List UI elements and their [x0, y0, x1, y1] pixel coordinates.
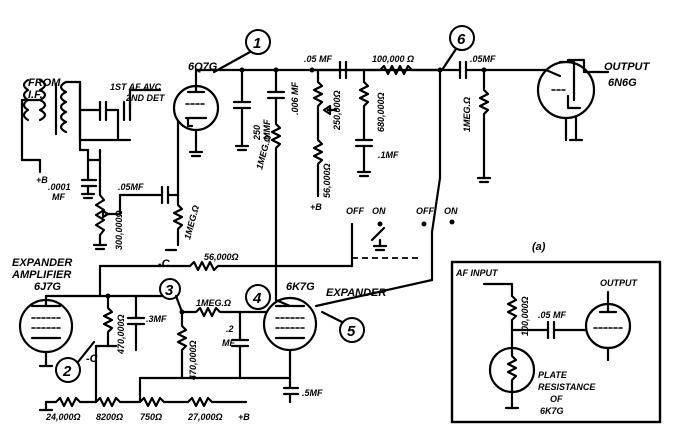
r-750-label: 750Ω	[140, 412, 162, 422]
output-tube-label: OUTPUT	[604, 61, 651, 73]
inset-af-input-label: AF INPUT	[455, 268, 499, 278]
r-1meg-mid-label: 1MEG.Ω	[196, 298, 231, 308]
sw-on-2-label: ON	[444, 206, 458, 216]
output-tube-6n6g	[536, 58, 610, 142]
output-type-label: 6N6G	[608, 77, 637, 89]
r-1meg-output-label: 1MEG.Ω	[462, 97, 472, 132]
plus-b-input-label: +B	[36, 175, 48, 185]
expander-type-label: 6J7G	[34, 281, 61, 293]
callout-4: 4	[245, 284, 271, 310]
cap-2mf-label: .2	[226, 324, 234, 334]
inset-cap-label: .05 MF	[538, 310, 567, 320]
sw-on-1-label: ON	[372, 206, 386, 216]
r-27k-label: 27,000Ω	[187, 412, 223, 422]
inset-plate-resistance	[488, 346, 536, 410]
callout-1: 1	[212, 29, 271, 74]
cap-250-label: 250	[252, 125, 262, 141]
tube-6k7g-label: 6K7G	[286, 281, 315, 293]
svg-text:4: 4	[252, 290, 262, 307]
r-56k-label: 56,000Ω	[204, 252, 239, 262]
plus-b-mid-label: +B	[310, 202, 322, 212]
inset-output-label: OUTPUT	[600, 278, 639, 288]
cap-5mf-label: .5MF	[302, 388, 323, 398]
r-8200-label: 8200Ω	[96, 412, 123, 422]
cap-05-output-label: .05MF	[470, 54, 496, 64]
cap-250-unit: MMF	[262, 119, 272, 140]
cap-1mf-label: .1MF	[378, 150, 399, 160]
inset-of-label: OF	[550, 394, 563, 404]
r-1meg-grid-label: 1MEG.Ω	[182, 204, 201, 240]
r-24k-label: 24,000Ω	[45, 412, 81, 422]
svg-text:5: 5	[347, 323, 356, 340]
expander-amp-label: EXPANDER	[12, 257, 72, 269]
if-input-transformer	[20, 78, 162, 174]
tube1-role2-label: 2ND DET	[125, 93, 166, 103]
cap-0001-label: .0001	[48, 182, 71, 192]
from-label: FROM	[28, 77, 61, 89]
cap-05-coupling-label: .05 MF	[304, 54, 333, 64]
tube-6j7g	[18, 294, 102, 368]
inset-r-100k-label: 100,000Ω	[520, 296, 530, 336]
svg-text:1: 1	[253, 35, 261, 52]
inset-6k7g-label: 6K7G	[540, 406, 564, 416]
inset-resistance-label: RESISTANCE	[538, 382, 596, 392]
inset-tag-label: (a)	[532, 241, 546, 253]
svg-text:3: 3	[165, 282, 174, 299]
r-250k-label: 250,000Ω	[332, 90, 342, 131]
callout-3: 3	[159, 278, 181, 300]
cap-0001-unit: MF	[52, 192, 65, 202]
pot-300k-label: 300,000Ω	[114, 210, 124, 250]
r-470k-b-label: 470,000Ω	[188, 340, 198, 381]
expander-amp2-label: AMPLIFIER	[11, 269, 71, 281]
inset-frame	[450, 260, 662, 424]
r-470k-label: 470,000Ω	[116, 314, 126, 355]
tube-6k7g	[262, 296, 318, 380]
cap-006-label: .006 MF	[290, 81, 300, 115]
callout-6: 6	[440, 25, 475, 72]
cap-05-grid-label: .05MF	[118, 182, 144, 192]
cap-3mf-label: .3MF	[146, 314, 167, 324]
svg-text:2: 2	[62, 363, 72, 380]
r-680k-label: 680,000Ω	[376, 92, 386, 132]
r-56k-b-label: 56,000Ω	[322, 163, 332, 198]
sw-off-2-label: OFF	[416, 206, 434, 216]
callout-2: 2	[55, 340, 96, 383]
r-100k-label: 100,000 Ω	[372, 54, 414, 64]
plus-b-bottom-label: +B	[238, 412, 250, 422]
minus-c-1-label: -C	[158, 258, 171, 270]
expander-label: EXPANDER	[326, 287, 386, 299]
inset-plate-label: PLATE	[538, 370, 568, 380]
tube1-role-label: 1ST AF AVC	[110, 82, 162, 92]
svg-text:6: 6	[457, 31, 466, 48]
inset-output-tube	[584, 290, 632, 362]
if-label: I.F.	[28, 89, 43, 101]
cap-2mf-unit: MF	[222, 338, 235, 348]
tube-6q7g	[172, 68, 220, 158]
sw-off-1-label: OFF	[346, 206, 364, 216]
callout-5: 5	[320, 310, 365, 343]
